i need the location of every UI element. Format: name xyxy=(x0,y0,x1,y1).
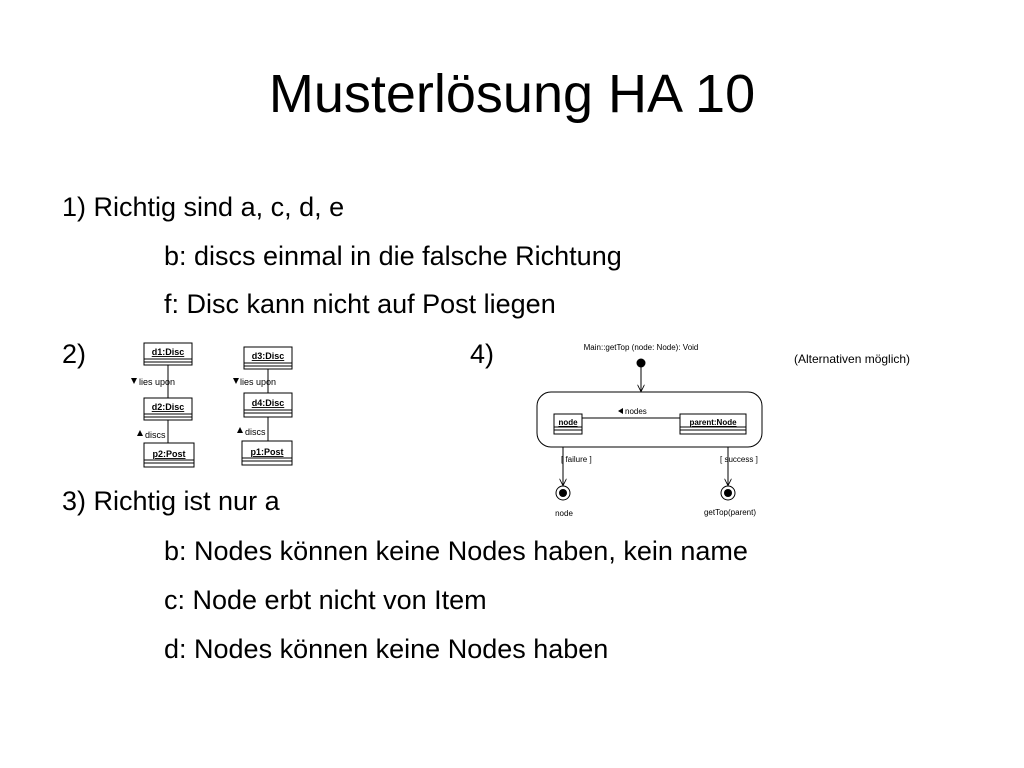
object-node: node xyxy=(553,413,583,435)
item1-detail-f: f: Disc kann nicht auf Post liegen xyxy=(164,289,556,319)
arrow-left-icon xyxy=(618,408,623,414)
alternatives-note: (Alternativen möglich) xyxy=(794,352,911,366)
object-parent-label: parent:Node xyxy=(689,418,737,427)
end-node-left xyxy=(555,485,571,501)
item3-detail-c: c: Node erbt nicht von Item xyxy=(164,585,487,615)
arrow-down-icon xyxy=(131,378,137,384)
object-p1: p1:Post xyxy=(241,440,293,466)
start-node xyxy=(636,358,646,368)
link-discs-label-right: discs xyxy=(245,427,266,437)
object-d3-label: d3:Disc xyxy=(252,351,285,361)
slide-title: Musterlösung HA 10 xyxy=(268,64,756,124)
object-diagram-left: d1:Disc lies upon d2:Disc discs p2:Post xyxy=(131,342,195,468)
link-discs-label-left: discs xyxy=(145,430,166,440)
object-node-label: node xyxy=(558,418,578,427)
link-lies-upon-label-right: lies upon xyxy=(240,377,276,387)
object-p2-label: p2:Post xyxy=(152,449,185,459)
object-p2: p2:Post xyxy=(143,442,195,468)
activity-diagram: Main::getTop (node: Node): Void node nod… xyxy=(536,343,763,518)
item1-heading: 1) Richtig sind a, c, d, e xyxy=(62,192,345,222)
object-d2: d2:Disc xyxy=(143,397,193,421)
link-lies-upon-label-left: lies upon xyxy=(139,377,175,387)
object-parent: parent:Node xyxy=(679,413,747,435)
item1-detail-b: b: discs einmal in die falsche Richtung xyxy=(164,241,622,271)
object-p1-label: p1:Post xyxy=(250,447,283,457)
item2-label: 2) xyxy=(62,339,87,369)
end-label-right: getTop(parent) xyxy=(704,508,756,517)
arrow-up-icon xyxy=(237,427,243,433)
link-nodes-label: nodes xyxy=(625,407,647,416)
method-signature: Main::getTop (node: Node): Void xyxy=(584,343,699,352)
object-d1: d1:Disc xyxy=(143,342,193,366)
guard-failure: [ failure ] xyxy=(561,455,592,464)
item3-detail-b: b: Nodes können keine Nodes haben, kein … xyxy=(164,536,748,566)
object-diagram-right: d3:Disc lies upon d4:Disc discs p1:Post xyxy=(233,346,293,466)
object-d3: d3:Disc xyxy=(243,346,293,370)
object-d2-label: d2:Disc xyxy=(152,402,185,412)
item4-label: 4) xyxy=(470,339,495,369)
item3-heading: 3) Richtig ist nur a xyxy=(62,486,280,516)
end-node-right xyxy=(720,485,736,501)
arrow-down-icon xyxy=(233,378,239,384)
object-d4: d4:Disc xyxy=(243,392,293,418)
arrow-up-icon xyxy=(137,430,143,436)
end-label-left: node xyxy=(555,509,573,518)
item3-detail-d: d: Nodes können keine Nodes haben xyxy=(164,634,609,664)
object-d4-label: d4:Disc xyxy=(252,398,285,408)
guard-success: [ success ] xyxy=(720,455,758,464)
object-d1-label: d1:Disc xyxy=(152,347,185,357)
